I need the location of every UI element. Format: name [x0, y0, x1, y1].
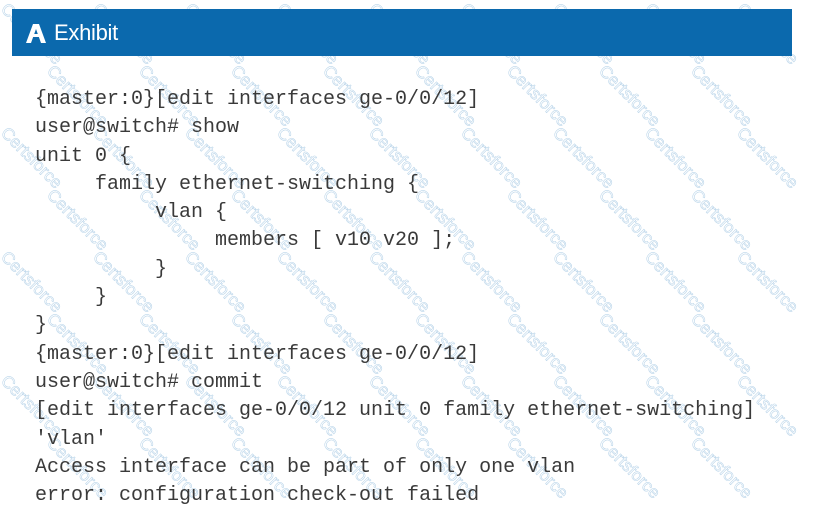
terminal-line: family ethernet-switching {	[35, 172, 420, 196]
terminal-line: }	[35, 314, 48, 338]
terminal-line: Access interface can be part of only one…	[35, 455, 576, 479]
exhibit-title: Exhibit	[54, 19, 118, 45]
terminal-line: [edit interfaces ge-0/0/12 unit 0 family…	[35, 399, 756, 423]
terminal-line: user@switch# commit	[35, 370, 264, 394]
terminal-line: unit 0 {	[35, 144, 132, 168]
exhibit-header: Exhibit	[12, 9, 792, 56]
terminal-line: user@switch# show	[35, 116, 240, 140]
terminal-line: 'vlan'	[35, 427, 108, 451]
terminal-line: {master:0}[edit interfaces ge-0/0/12]	[35, 342, 480, 366]
terminal-line: }	[35, 257, 168, 281]
terminal-line: members [ v10 v20 ];	[35, 229, 456, 253]
terminal-line: {master:0}[edit interfaces ge-0/0/12]	[35, 88, 480, 111]
terminal-output: {master:0}[edit interfaces ge-0/0/12] use…	[35, 86, 755, 510]
terminal-line: error: configuration check-out failed	[35, 484, 480, 508]
exhibit-logo-icon	[26, 23, 46, 43]
terminal-line: vlan {	[35, 201, 228, 225]
terminal-line: }	[35, 286, 108, 310]
